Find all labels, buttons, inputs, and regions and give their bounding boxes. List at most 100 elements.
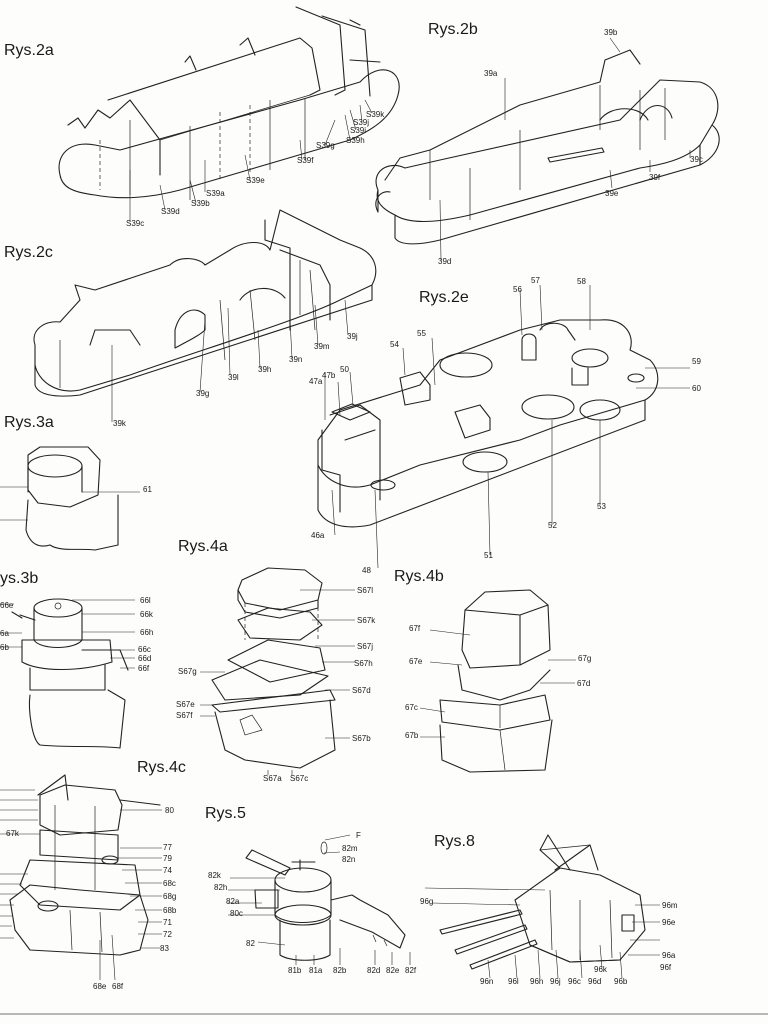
label-66e: 66e (0, 601, 14, 610)
label-96f: 96f (660, 963, 672, 972)
drawing-rys-3a (0, 446, 140, 551)
label-79: 79 (163, 854, 172, 863)
label-67d: 67d (577, 679, 590, 688)
label-39l: 39l (228, 373, 239, 382)
label-67k: 67k (6, 829, 20, 838)
part-labels-rys-4a: S67l S67k S67j S67h S67g S67d S67e S67f … (176, 586, 376, 783)
label-67b: 67b (405, 731, 419, 740)
figure-rys-3a: Rys.3a 61 (0, 414, 152, 551)
label-82b: 82b (333, 966, 347, 975)
figure-rys-4c: Rys.4c 80 67k 77 79 74 68c 68g 68b 71 72… (0, 759, 186, 991)
label-S39f: S39f (297, 156, 314, 165)
figure-title: Rys.4a (178, 538, 228, 555)
drawing-rys-4c (0, 774, 162, 981)
label-82k: 82k (208, 871, 222, 880)
label-S39a: S39a (206, 189, 225, 198)
label-S39h: S39h (346, 136, 365, 145)
label-S39g: S39g (316, 141, 335, 150)
label-96c: 96c (568, 977, 581, 986)
label-81b: 81b (288, 966, 302, 975)
figure-title: Rys.2e (419, 289, 469, 306)
drawing-rys-2a (58, 6, 400, 222)
figure-title: Rys.2a (4, 42, 54, 59)
label-96b: 96b (614, 977, 628, 986)
label-67e: 67e (409, 657, 423, 666)
label-96a: 96a (662, 951, 676, 960)
label-96m: 96m (662, 901, 678, 910)
figure-rys-4a: Rys.4a S67l S67k S67j S67h S67g S67d S67… (176, 538, 376, 783)
drawing-rys-3b (0, 598, 135, 749)
part-labels-rys-8: 96g 96m 96e 96a 96f 96n 96l 96h 96j 96k … (420, 897, 678, 986)
figure-title: Rys.2b (428, 21, 478, 38)
label-S39j: S39j (353, 118, 369, 127)
label-6a: 6a (0, 629, 9, 638)
label-82e: 82e (386, 966, 400, 975)
label-46a: 46a (311, 531, 325, 540)
label-S39i: S39i (350, 126, 366, 135)
label-77: 77 (163, 843, 172, 852)
part-labels-rys-3a: 61 (143, 485, 152, 494)
figure-title: Rys.2c (4, 244, 53, 261)
label-57: 57 (531, 276, 540, 285)
label-S67k: S67k (357, 616, 376, 625)
figure-title: Rys.4b (394, 568, 444, 585)
label-S67a: S67a (263, 774, 282, 783)
label-59: 59 (692, 357, 701, 366)
label-81a: 81a (309, 966, 323, 975)
label-F: F (356, 831, 361, 840)
figure-rys-2b: Rys.2b 39b 39a 39c 39f 39e 39d (375, 21, 720, 266)
figure-title: Rys.5 (205, 805, 246, 822)
part-labels-rys-4c: 80 67k 77 79 74 68c 68g 68b 71 72 83 68e… (6, 806, 177, 991)
label-66d: 66d (138, 654, 151, 663)
label-47b: 47b (322, 371, 336, 380)
figure-title: Rys.8 (434, 833, 475, 850)
label-74: 74 (163, 866, 172, 875)
label-39h: 39h (258, 365, 271, 374)
label-S67c: S67c (290, 774, 308, 783)
part-labels-rys-2e: 56 57 58 55 54 47b 50 47a 59 60 46a 48 5… (309, 276, 701, 575)
drawing-rys-4b (419, 589, 576, 773)
label-48: 48 (362, 566, 371, 575)
label-58: 58 (577, 277, 586, 286)
label-96e: 96e (662, 918, 676, 927)
label-39n: 39n (289, 355, 302, 364)
part-labels-rys-2c: 39k 39g 39l 39h 39n 39m 39j (113, 332, 358, 428)
drawing-rys-5 (228, 834, 411, 965)
label-S39e: S39e (246, 176, 265, 185)
label-82: 82 (246, 939, 255, 948)
part-labels-rys-5: F 82m 82n 82k 82h 82a 80c 82 81b 81a 82b… (208, 831, 417, 975)
label-S67l: S67l (357, 586, 373, 595)
label-39f: 39f (649, 173, 661, 182)
figure-rys-3b: ys.3b 66l 66k 66h 66c 66d 66f 66e 6a 6b (0, 570, 154, 749)
label-50: 50 (340, 365, 349, 374)
figure-title: Rys.4c (137, 759, 186, 776)
label-S67b: S67b (352, 734, 371, 743)
label-67g: 67g (578, 654, 591, 663)
drawing-rys-2b (375, 37, 720, 261)
label-96n: 96n (480, 977, 493, 986)
label-96h: 96h (530, 977, 543, 986)
label-82a: 82a (226, 897, 240, 906)
figure-rys-2c: Rys.2c 39k 39g 39l 39h 39n 39m 39j (4, 209, 377, 428)
label-39j: 39j (347, 332, 358, 341)
label-S39d: S39d (161, 207, 180, 216)
label-82n: 82n (342, 855, 355, 864)
label-47a: 47a (309, 377, 323, 386)
label-S67e: S67e (176, 700, 195, 709)
label-66k: 66k (140, 610, 154, 619)
label-S67h: S67h (354, 659, 373, 668)
label-55: 55 (417, 329, 426, 338)
label-66l: 66l (140, 596, 151, 605)
label-60: 60 (692, 384, 701, 393)
label-96k: 96k (594, 965, 608, 974)
label-68g: 68g (163, 892, 176, 901)
label-39a: 39a (484, 69, 498, 78)
label-66h: 66h (140, 628, 153, 637)
drawing-rys-8 (424, 834, 660, 979)
label-71: 71 (163, 918, 172, 927)
label-68c: 68c (163, 879, 176, 888)
label-96l: 96l (508, 977, 519, 986)
label-S67g: S67g (178, 667, 197, 676)
label-72: 72 (163, 930, 172, 939)
